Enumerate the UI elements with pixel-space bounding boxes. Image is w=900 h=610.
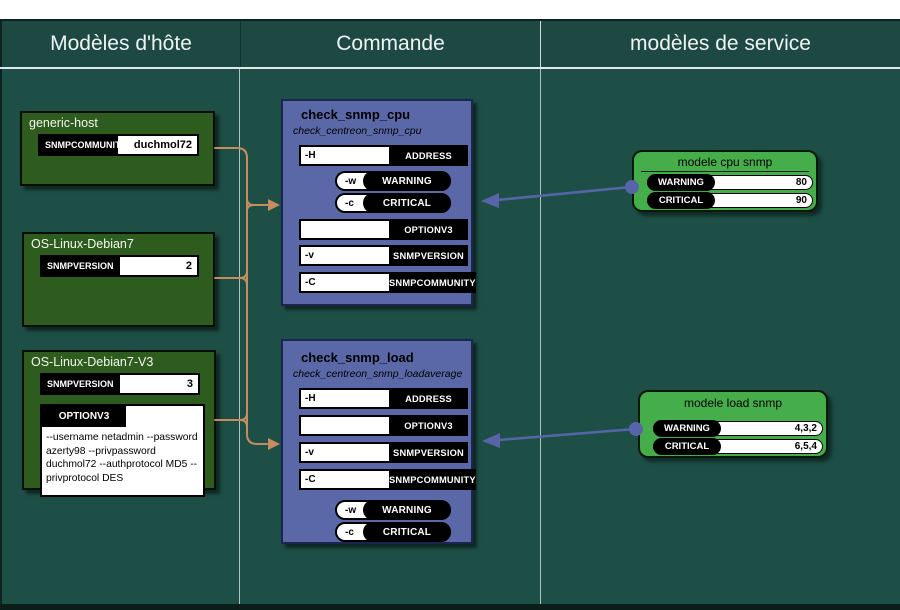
- argument-flag: -C: [299, 469, 389, 490]
- node-title: modele cpu snmp: [677, 155, 773, 169]
- column-header-commands: Commande: [241, 21, 541, 67]
- argument-macro: WARNING: [363, 500, 451, 520]
- macro-row: WARNING 4,3,2: [653, 420, 823, 437]
- argument-row: -w WARNING: [335, 171, 451, 191]
- argument-macro: WARNING: [363, 171, 451, 191]
- macro-value: duchmol72: [133, 139, 192, 151]
- argument-row: -H ADDRESS: [299, 145, 468, 166]
- title-separator: [641, 171, 809, 172]
- macro-label: CRITICAL: [647, 192, 715, 209]
- argument-flag: -v: [299, 442, 389, 463]
- argument-flag: -c: [345, 197, 354, 209]
- argument-flag: -w: [345, 504, 357, 516]
- host-template-os-linux-debian7-v3: OS-Linux-Debian7-V3 SNMPVERSION 3 OPTION…: [22, 350, 216, 498]
- argument-row: OPTIONV3: [299, 219, 468, 240]
- column-divider: [239, 69, 240, 610]
- argument-flag: -c: [345, 526, 354, 538]
- argument-row: -c CRITICAL: [335, 522, 451, 542]
- argument-flag: -v: [299, 245, 389, 266]
- argument-macro: ADDRESS: [389, 388, 468, 409]
- macro-label: SNMPVERSION: [42, 375, 120, 393]
- argument-macro: OPTIONV3: [389, 415, 468, 436]
- argument-flag: -C: [299, 272, 389, 293]
- argument-macro: SNMPVERSION: [389, 245, 468, 266]
- argument-flag: -H: [299, 145, 389, 166]
- argument-macro: OPTIONV3: [389, 219, 468, 240]
- argument-flag: -H: [299, 388, 389, 409]
- argument-row: -C SNMPCOMMUNITY: [299, 272, 476, 293]
- column-divider: [540, 69, 541, 610]
- node-title: OS-Linux-Debian7: [31, 237, 134, 251]
- optionv3-block: OPTIONV3 --username netadmin --password …: [40, 404, 205, 498]
- argument-macro: SNMPVERSION: [389, 442, 468, 463]
- header-divider: [0, 67, 900, 69]
- macro-label: WARNING: [653, 420, 721, 437]
- argument-macro: CRITICAL: [363, 193, 451, 213]
- command-name: check_snmp_load: [301, 350, 414, 365]
- argument-macro: ADDRESS: [389, 145, 468, 166]
- macro-row: SNMPVERSION 2: [40, 255, 199, 277]
- macro-label: WARNING: [647, 174, 715, 191]
- macro-row: WARNING 80: [647, 174, 813, 191]
- command-check-snmp-cpu: check_snmp_cpu check_centreon_snmp_cpu -…: [281, 99, 476, 306]
- host-template-os-linux-debian7: OS-Linux-Debian7 SNMPVERSION 2: [22, 232, 215, 327]
- argument-macro: CRITICAL: [363, 522, 451, 542]
- macro-label: SNMPVERSION: [42, 257, 120, 275]
- host-template-generic-host: generic-host SNMPCOMMUNITY duchmol72: [20, 111, 215, 186]
- bottom-border: [0, 604, 900, 610]
- node-title: modele load snmp: [683, 396, 783, 410]
- macro-value: 4,3,2: [794, 423, 817, 434]
- argument-macro: SNMPCOMMUNITY: [389, 272, 476, 293]
- command-name: check_snmp_cpu: [301, 107, 411, 122]
- macro-row: SNMPVERSION 3: [40, 373, 200, 395]
- argument-flag: [299, 219, 389, 240]
- node-title: OS-Linux-Debian7-V3: [31, 355, 154, 369]
- argument-row: -c CRITICAL: [335, 193, 451, 213]
- macro-label: OPTIONV3: [42, 406, 126, 427]
- node-title: generic-host: [29, 116, 98, 130]
- macro-value: 3: [186, 378, 193, 390]
- macro-row: SNMPCOMMUNITY duchmol72: [38, 134, 199, 156]
- service-template-load: modele load snmp WARNING 4,3,2 CRITICAL …: [638, 390, 828, 458]
- argument-macro: SNMPCOMMUNITY: [389, 469, 476, 490]
- argument-row: -w WARNING: [335, 500, 451, 520]
- command-plugin-name: check_centreon_snmp_cpu: [293, 125, 422, 137]
- macro-row: CRITICAL 90: [647, 192, 813, 209]
- macro-value: 6,5,4: [794, 441, 817, 452]
- macro-label: SNMPCOMMUNITY: [40, 136, 127, 154]
- argument-row: -C SNMPCOMMUNITY: [299, 469, 476, 490]
- macro-value: 2: [185, 260, 192, 272]
- argument-row: OPTIONV3: [299, 415, 468, 436]
- service-template-cpu: modele cpu snmp WARNING 80 CRITICAL 90: [632, 150, 818, 212]
- macro-value: 80: [795, 177, 807, 188]
- column-header-service-templates: modèles de service: [541, 21, 900, 67]
- command-check-snmp-load: check_snmp_load check_centreon_snmp_load…: [281, 339, 476, 544]
- optionv3-value: --username netadmin --password azerty98 …: [46, 432, 198, 484]
- macro-row: CRITICAL 6,5,4: [653, 438, 823, 455]
- macro-value: 90: [795, 195, 807, 206]
- argument-row: -v SNMPVERSION: [299, 245, 468, 266]
- macro-label: CRITICAL: [653, 438, 721, 455]
- argument-flag: -w: [345, 175, 357, 187]
- column-header-host-templates: Modèles d'hôte: [2, 21, 241, 67]
- argument-row: -H ADDRESS: [299, 388, 468, 409]
- command-plugin-name: check_centreon_snmp_loadaverage: [293, 368, 463, 380]
- argument-flag: [299, 415, 389, 436]
- argument-row: -v SNMPVERSION: [299, 442, 468, 463]
